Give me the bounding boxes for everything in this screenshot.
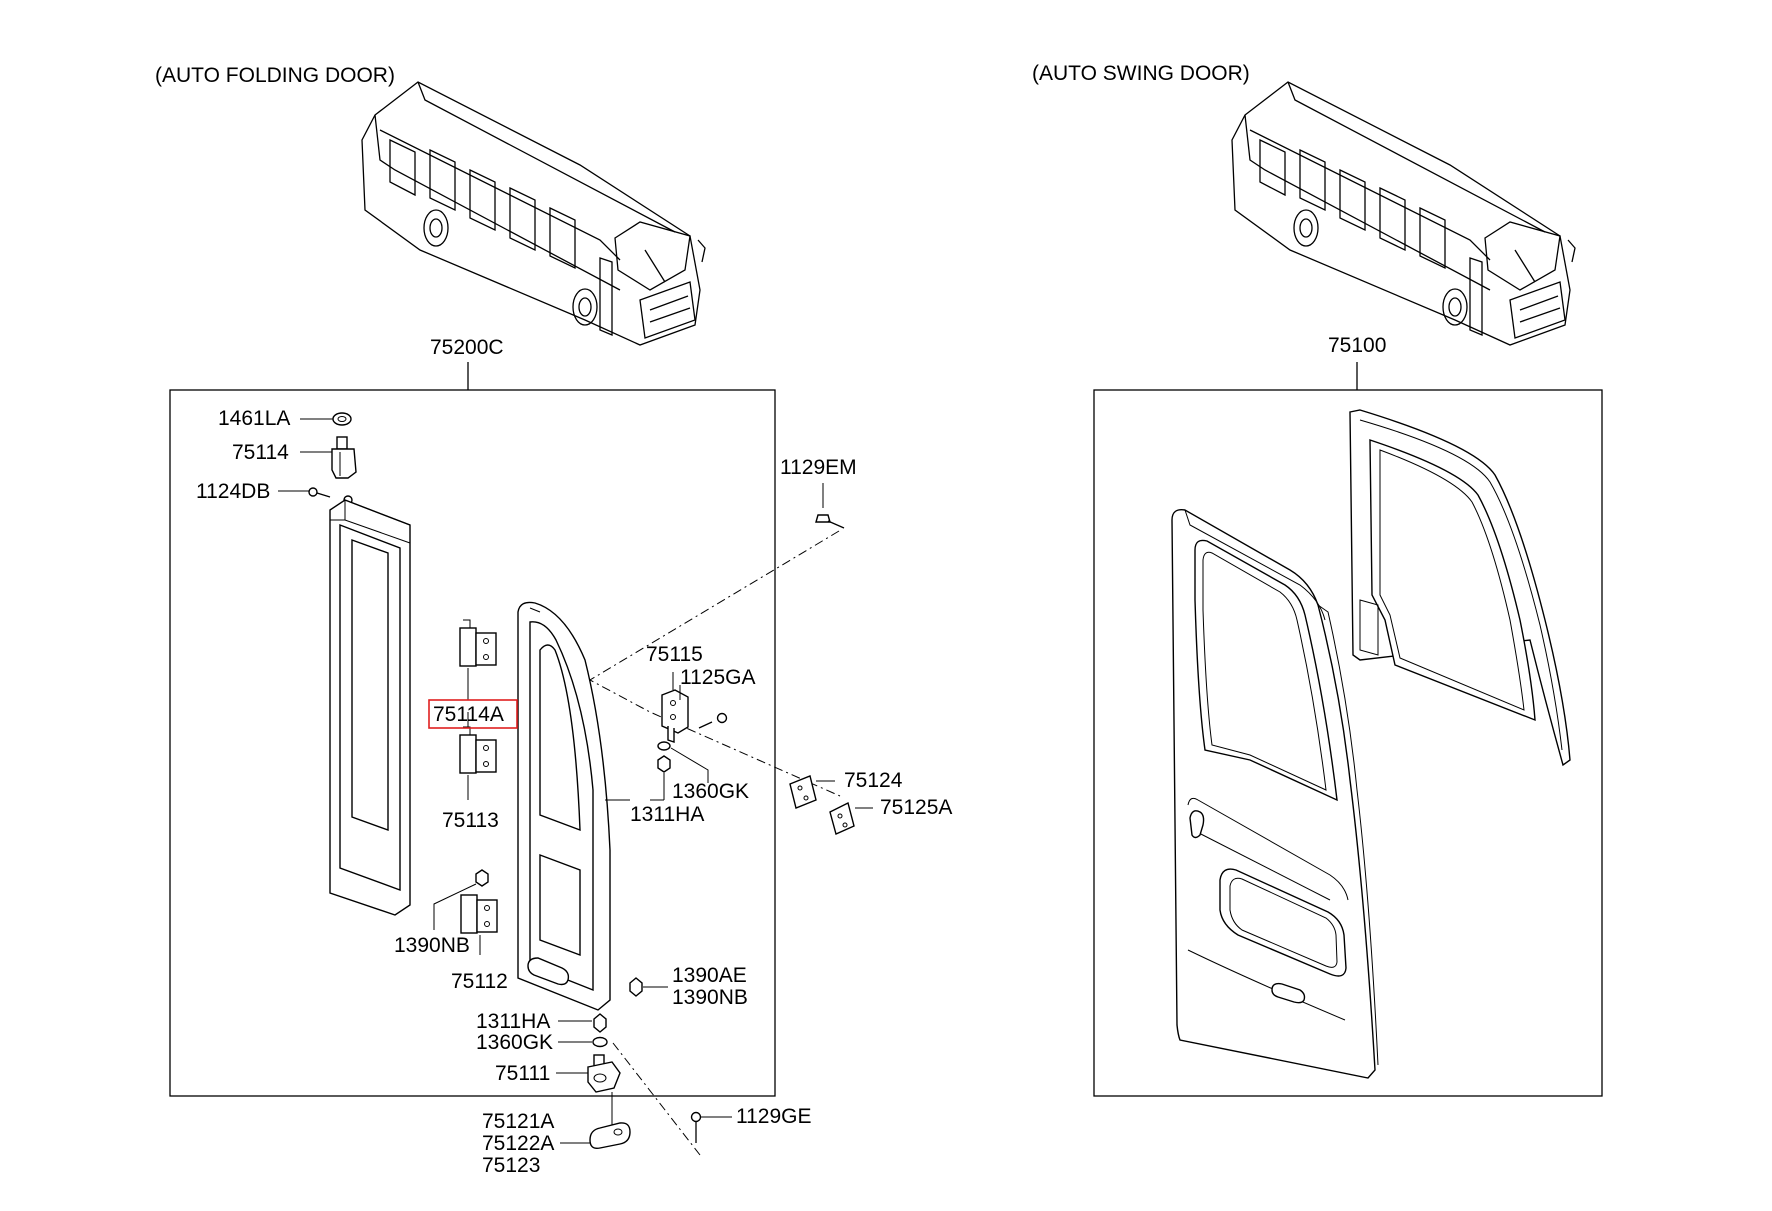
plate-75121A: [589, 1122, 631, 1150]
assembly-label-right[interactable]: 75100: [1328, 334, 1386, 357]
label-75125A[interactable]: 75125A: [880, 796, 952, 819]
plate-75124: [789, 775, 817, 809]
label-75113[interactable]: 75113: [442, 809, 499, 832]
label-75122A[interactable]: 75122A: [482, 1132, 554, 1155]
screw-1129EM: [815, 483, 845, 529]
highlight-box-75114A: [428, 699, 518, 729]
label-1461LA[interactable]: 1461LA: [218, 407, 290, 430]
bus-illustration-left: [361, 81, 706, 346]
label-75124[interactable]: 75124: [844, 769, 903, 792]
nut-1360GK-upper: [657, 741, 671, 751]
hinge-75112: [460, 894, 498, 934]
door-panel-left-leaf: [329, 499, 411, 916]
label-75114A[interactable]: 75114A: [433, 703, 504, 726]
nut-1390AE: [629, 977, 643, 997]
assembly-frame-right: [1093, 389, 1603, 1097]
nut-1390NB-lower: [475, 869, 489, 887]
label-1129EM[interactable]: 1129EM: [780, 456, 857, 479]
label-75114[interactable]: 75114: [232, 441, 289, 464]
assembly-frame-left: [169, 389, 776, 1097]
pivot-75111: [587, 1054, 621, 1093]
label-1311HA-upper[interactable]: 1311HA: [630, 803, 704, 826]
hinge-75114A: [459, 619, 497, 667]
label-75115[interactable]: 75115: [646, 643, 703, 666]
nut-1311HA-lower: [593, 1013, 607, 1033]
label-1390AE[interactable]: 1390AE: [672, 964, 747, 987]
nut-1311HA-upper: [657, 755, 671, 773]
screw-1129GE: [690, 1111, 702, 1143]
bracket-75115: [661, 689, 689, 743]
assembly-dashline-bottom: [612, 1042, 701, 1156]
label-75112[interactable]: 75112: [451, 970, 508, 993]
label-1360GK-upper[interactable]: 1360GK: [672, 780, 749, 803]
bolt-1125GA: [698, 712, 728, 729]
hinge-75113: [459, 726, 497, 774]
swing-door-panel: [1171, 509, 1379, 1079]
label-1311HA-lower[interactable]: 1311HA: [476, 1010, 550, 1033]
title-auto-folding-door: (AUTO FOLDING DOOR): [155, 64, 395, 87]
pin-75114: [331, 436, 357, 479]
label-1390NB-right[interactable]: 1390NB: [672, 986, 748, 1009]
bus-illustration-right: [1231, 81, 1576, 346]
assembly-label-left[interactable]: 75200C: [430, 336, 504, 359]
label-75121A[interactable]: 75121A: [482, 1110, 554, 1133]
label-1125GA[interactable]: 1125GA: [680, 666, 756, 689]
label-1360GK-lower[interactable]: 1360GK: [476, 1031, 553, 1054]
label-1129GE[interactable]: 1129GE: [736, 1105, 812, 1128]
label-75123[interactable]: 75123: [482, 1154, 540, 1177]
label-1124DB[interactable]: 1124DB: [196, 480, 270, 503]
label-1390NB-lower[interactable]: 1390NB: [394, 934, 470, 957]
washer-1360GK-lower: [592, 1036, 608, 1048]
assembly-dashline-top: [588, 530, 841, 797]
label-75111[interactable]: 75111: [495, 1062, 550, 1085]
swing-door-frame: [1349, 409, 1571, 767]
plate-75125A: [829, 801, 855, 835]
washer-1461LA: [332, 412, 352, 426]
door-panel-right-leaf: [517, 601, 630, 1011]
title-auto-swing-door: (AUTO SWING DOOR): [1032, 62, 1250, 85]
